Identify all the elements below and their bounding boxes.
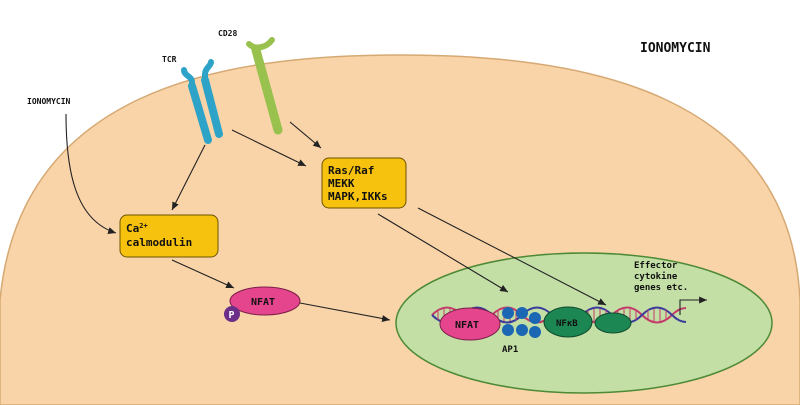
genes-line1: Effector	[634, 261, 678, 271]
arrow-cd28-to-ras	[289, 121, 322, 149]
phospho-label: P	[229, 310, 235, 321]
phospho-group: P	[224, 306, 240, 322]
ras-line1: Ras/Raf	[328, 164, 374, 177]
arrow-ras-to-ap1	[377, 213, 509, 293]
tcr-label: TCR	[162, 55, 177, 64]
genes-line3: genes etc.	[634, 283, 688, 293]
nfkb-complex: NFκB	[543, 306, 632, 338]
genes-line2: cytokine	[634, 271, 678, 282]
title-label: IONOMYCIN	[640, 41, 711, 56]
ionomycin-label: IONOMYCIN	[27, 97, 71, 106]
ap1-complex	[502, 307, 541, 338]
ca-line2: calmodulin	[126, 236, 192, 249]
ca-calmodulin-box: Ca2+ calmodulin	[119, 214, 219, 258]
arrow-ras-to-nfkb	[417, 207, 607, 306]
ras-line3: MAPK,IKKs	[328, 190, 388, 203]
arrow-tcr-to-ras	[231, 129, 307, 167]
nfat-nucleus: NFAT	[439, 307, 501, 341]
tcr-receptor	[181, 59, 223, 144]
ap1-label: AP1	[502, 345, 518, 355]
transcription-arrow	[679, 296, 707, 315]
arrow-tcr-to-ca	[171, 144, 206, 211]
arrow-ca-to-nfat	[171, 259, 235, 289]
arrow-nfat-to-nucleus	[299, 302, 391, 322]
arrow-ionomycin-to-ca	[65, 113, 117, 234]
nfkb-label: NFκB	[556, 319, 578, 329]
ras-raf-box: Ras/Raf MEKK MAPK,IKKs	[321, 157, 407, 209]
ras-line2: MEKK	[328, 177, 355, 190]
ca-line1: Ca2+	[126, 222, 148, 235]
nfat-cyto-label: NFAT	[251, 297, 275, 308]
nfat-cytoplasm: NFAT	[229, 286, 301, 316]
cd28-receptor	[246, 37, 283, 135]
nfat-nuc-label: NFAT	[455, 320, 479, 331]
cd28-label: CD28	[218, 29, 237, 38]
